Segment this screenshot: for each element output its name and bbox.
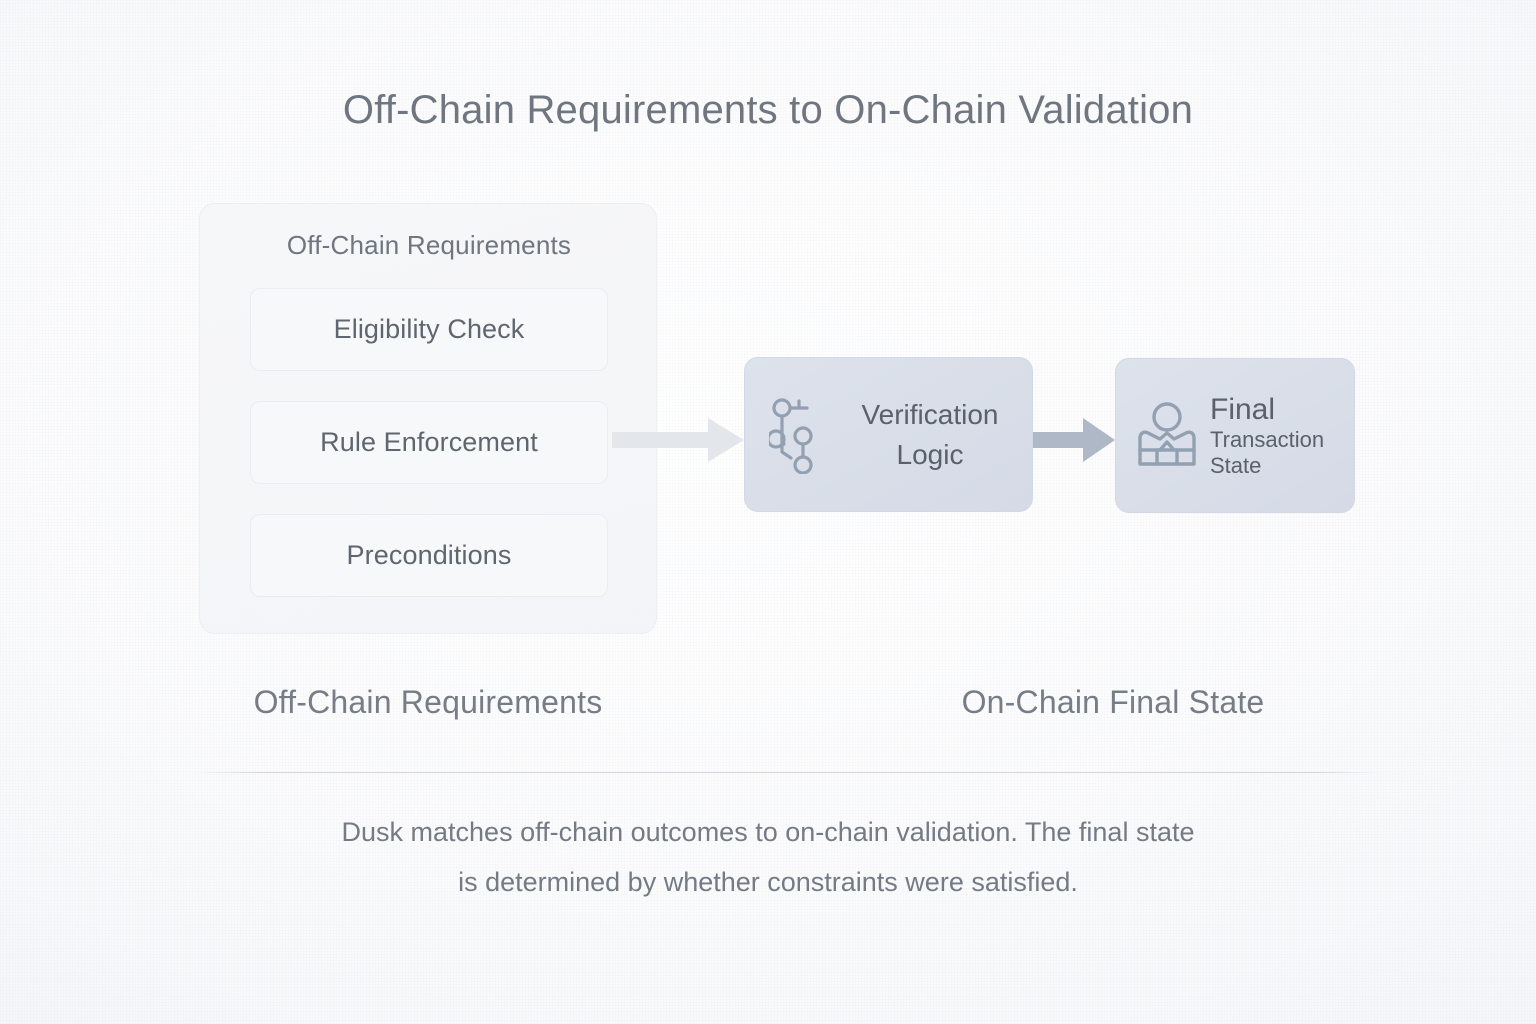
requirement-label: Preconditions bbox=[346, 540, 512, 570]
final-label-line-3: State bbox=[1210, 453, 1262, 479]
footer-caption: Dusk matches off-chain outcomes to on-ch… bbox=[218, 808, 1318, 908]
arrow-verification-to-final bbox=[1033, 418, 1115, 462]
footer-divider bbox=[192, 772, 1384, 773]
panel-heading: Off-Chain Requirements bbox=[286, 230, 572, 260]
footer-line-1: Dusk matches off-chain outcomes to on-ch… bbox=[341, 817, 1195, 847]
final-label-line-1: Final bbox=[1210, 392, 1276, 426]
final-label-line-2: Transaction bbox=[1210, 427, 1325, 453]
verification-logic-label: Verification Logic bbox=[861, 398, 999, 470]
requirement-card-preconditions[interactable]: Preconditions bbox=[250, 514, 608, 597]
requirement-card-rule-enforcement[interactable]: Rule Enforcement bbox=[250, 401, 608, 484]
column-caption-left: Off-Chain Requirements bbox=[253, 684, 603, 720]
final-transaction-state-node[interactable]: Final Transaction State bbox=[1115, 358, 1355, 513]
requirement-label: Rule Enforcement bbox=[320, 427, 538, 457]
column-caption-right: On-Chain Final State bbox=[961, 684, 1265, 720]
arrow-requirements-to-verification bbox=[612, 418, 744, 462]
person-group-icon bbox=[1138, 401, 1196, 466]
final-transaction-state-label: Final Transaction State bbox=[1210, 392, 1324, 479]
verification-logic-node[interactable]: Verification Logic bbox=[744, 357, 1033, 512]
requirement-card-eligibility-check[interactable]: Eligibility Check bbox=[250, 288, 608, 371]
requirement-label: Eligibility Check bbox=[333, 314, 525, 344]
off-chain-requirements-panel: Off-Chain Requirements Eligibility Check… bbox=[199, 203, 657, 634]
node-graph-icon bbox=[769, 397, 813, 474]
footer-line-2: is determined by whether constraints wer… bbox=[458, 866, 1078, 897]
page-title: Off-Chain Requirements to On-Chain Valid… bbox=[342, 88, 1194, 132]
requirements-list: Eligibility Check Rule Enforcement Preco… bbox=[250, 288, 608, 597]
